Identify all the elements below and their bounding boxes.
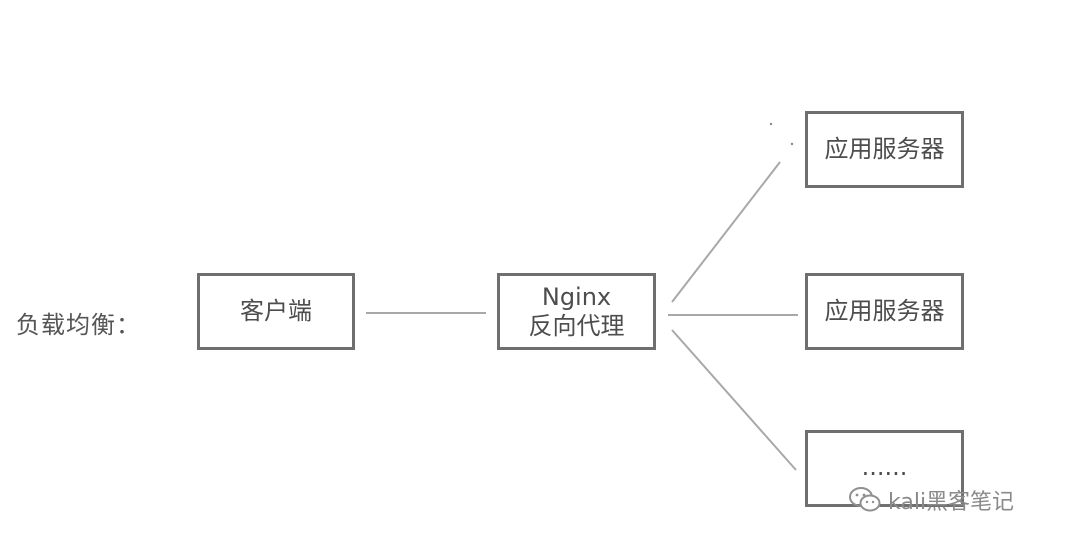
proxy-server-3-connector	[671, 329, 797, 471]
client-box: 客户端	[197, 273, 355, 350]
proxy-server-1-connector	[671, 161, 781, 303]
load-balancing-heading: 负载均衡：	[16, 311, 141, 339]
proxy-role: 反向代理	[528, 311, 625, 340]
stray-dot	[790, 142, 794, 146]
wechat-icon	[849, 487, 881, 512]
nginx-proxy-box: Nginx 反向代理	[497, 273, 656, 350]
app-server-label: 应用服务器	[824, 135, 945, 164]
app-server-box: 应用服务器	[805, 273, 964, 350]
app-server-label: 应用服务器	[824, 297, 945, 326]
watermark-text: kali黑客笔记	[888, 490, 1015, 515]
client-label: 客户端	[240, 297, 312, 326]
watermark: kali黑客笔记	[848, 484, 1014, 516]
app-server-box: 应用服务器	[805, 111, 964, 188]
ellipsis-label: ......	[861, 453, 908, 482]
proxy-name: Nginx	[541, 282, 612, 311]
more-servers-box: ......	[805, 430, 964, 507]
stray-dot	[769, 122, 773, 126]
